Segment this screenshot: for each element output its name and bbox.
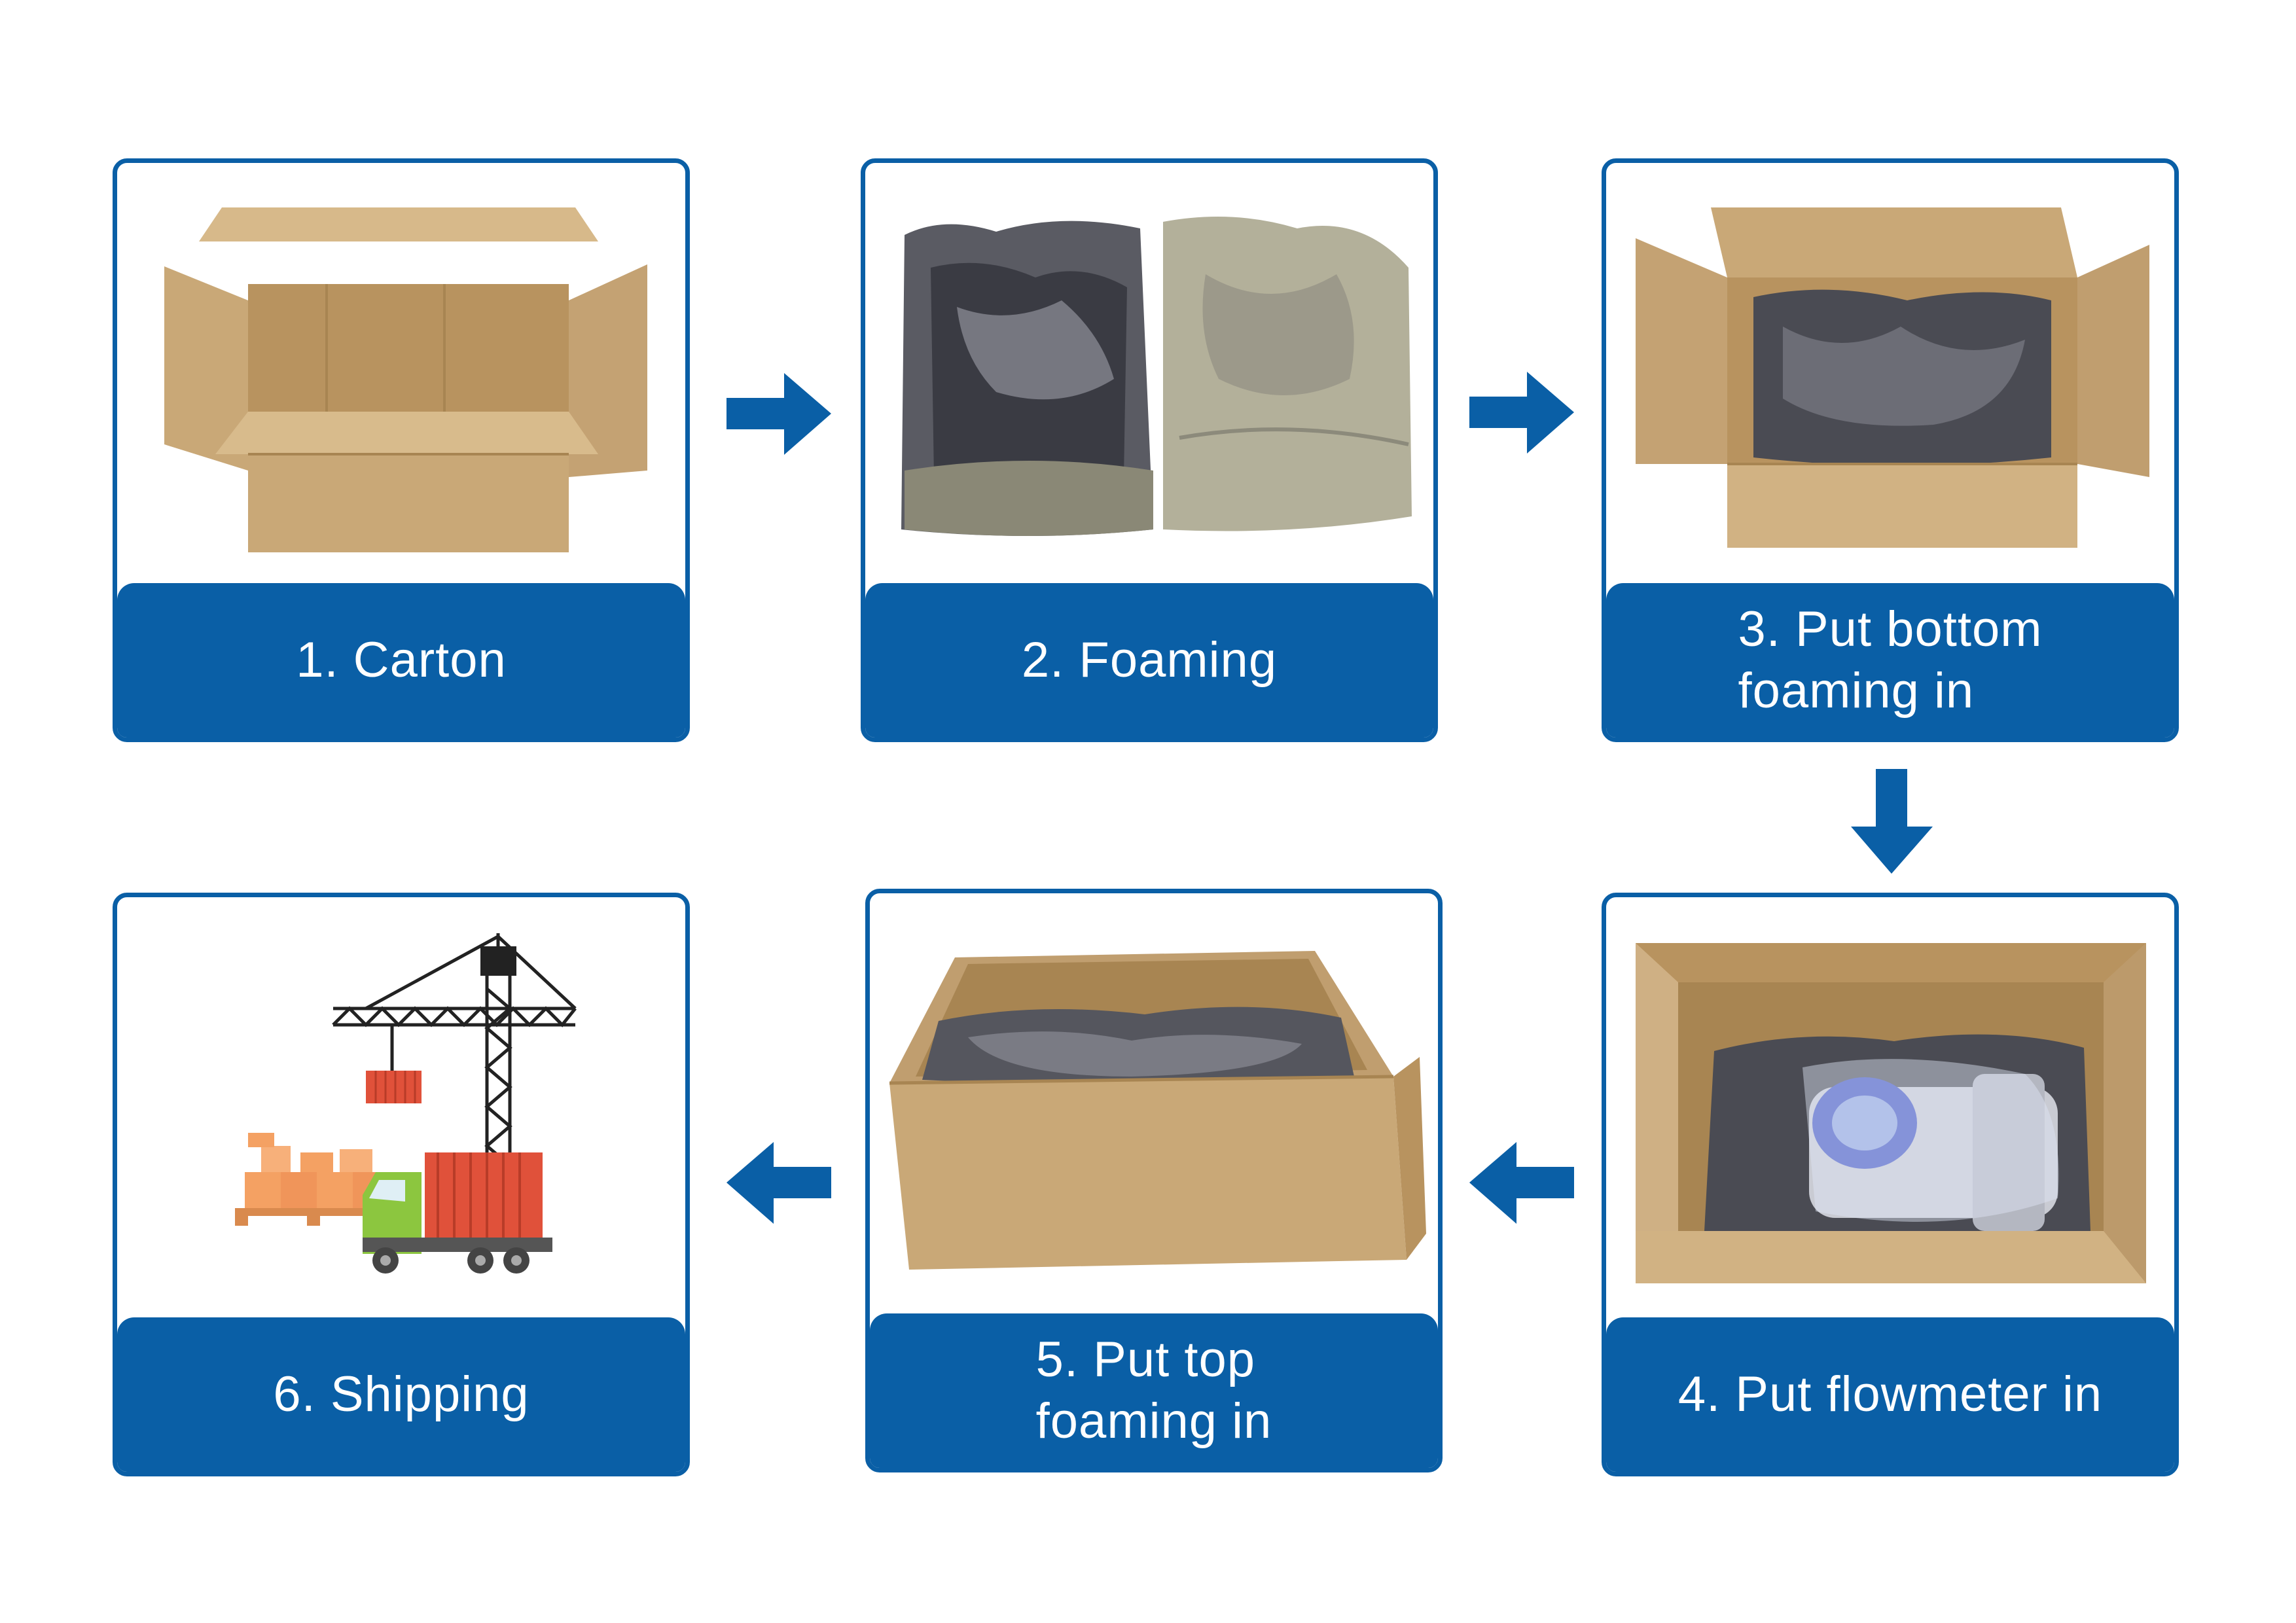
step-label: 5. Put top foaming in xyxy=(1035,1332,1272,1449)
step-label-box: 1. Carton xyxy=(117,583,685,738)
shipping-illustration xyxy=(117,897,685,1324)
step-label-box: 2. Foaming xyxy=(865,583,1433,738)
arrow-down-icon xyxy=(1851,769,1933,874)
pallet-boxes-icon xyxy=(235,1133,392,1226)
carton-with-flowmeter-icon xyxy=(1636,943,2146,1283)
crane-and-truck-icon xyxy=(235,933,577,1274)
arrow-right-icon xyxy=(726,373,831,455)
carton-image xyxy=(117,163,685,590)
carton-with-flowmeter-image xyxy=(1606,897,2174,1324)
arrow-left-icon xyxy=(726,1142,831,1224)
step-card-1: 1. Carton xyxy=(113,158,690,742)
carton-with-top-foam-image xyxy=(870,893,1438,1320)
step-label: 2. Foaming xyxy=(1021,632,1278,688)
step-label: 1. Carton xyxy=(296,632,507,688)
step-label: 3. Put bottom foaming in xyxy=(1738,601,2043,719)
arrow-left-icon xyxy=(1469,1142,1574,1224)
carton-with-foam-icon xyxy=(1636,207,2149,548)
carton-with-foam-icon xyxy=(889,951,1426,1270)
step-label-box: 5. Put top foaming in xyxy=(870,1313,1438,1468)
step-card-5: 5. Put top foaming in xyxy=(865,889,1443,1472)
open-carton-icon xyxy=(164,207,647,552)
step-label-box: 4. Put flowmeter in xyxy=(1606,1317,2174,1472)
arrow-right-icon xyxy=(1469,372,1574,454)
step-label-box: 6. Shipping xyxy=(117,1317,685,1472)
truck-icon xyxy=(363,1152,552,1274)
step-label: 4. Put flowmeter in xyxy=(1677,1366,2103,1422)
step-label: 6. Shipping xyxy=(273,1366,529,1422)
step-card-3: 3. Put bottom foaming in xyxy=(1602,158,2179,742)
step-label-box: 3. Put bottom foaming in xyxy=(1606,583,2174,738)
foam-bags-icon xyxy=(901,217,1412,536)
foaming-image xyxy=(865,163,1433,590)
step-card-6: 6. Shipping xyxy=(113,893,690,1476)
step-card-4: 4. Put flowmeter in xyxy=(1602,893,2179,1476)
step-card-2: 2. Foaming xyxy=(861,158,1438,742)
carton-with-bottom-foam-image xyxy=(1606,163,2174,590)
